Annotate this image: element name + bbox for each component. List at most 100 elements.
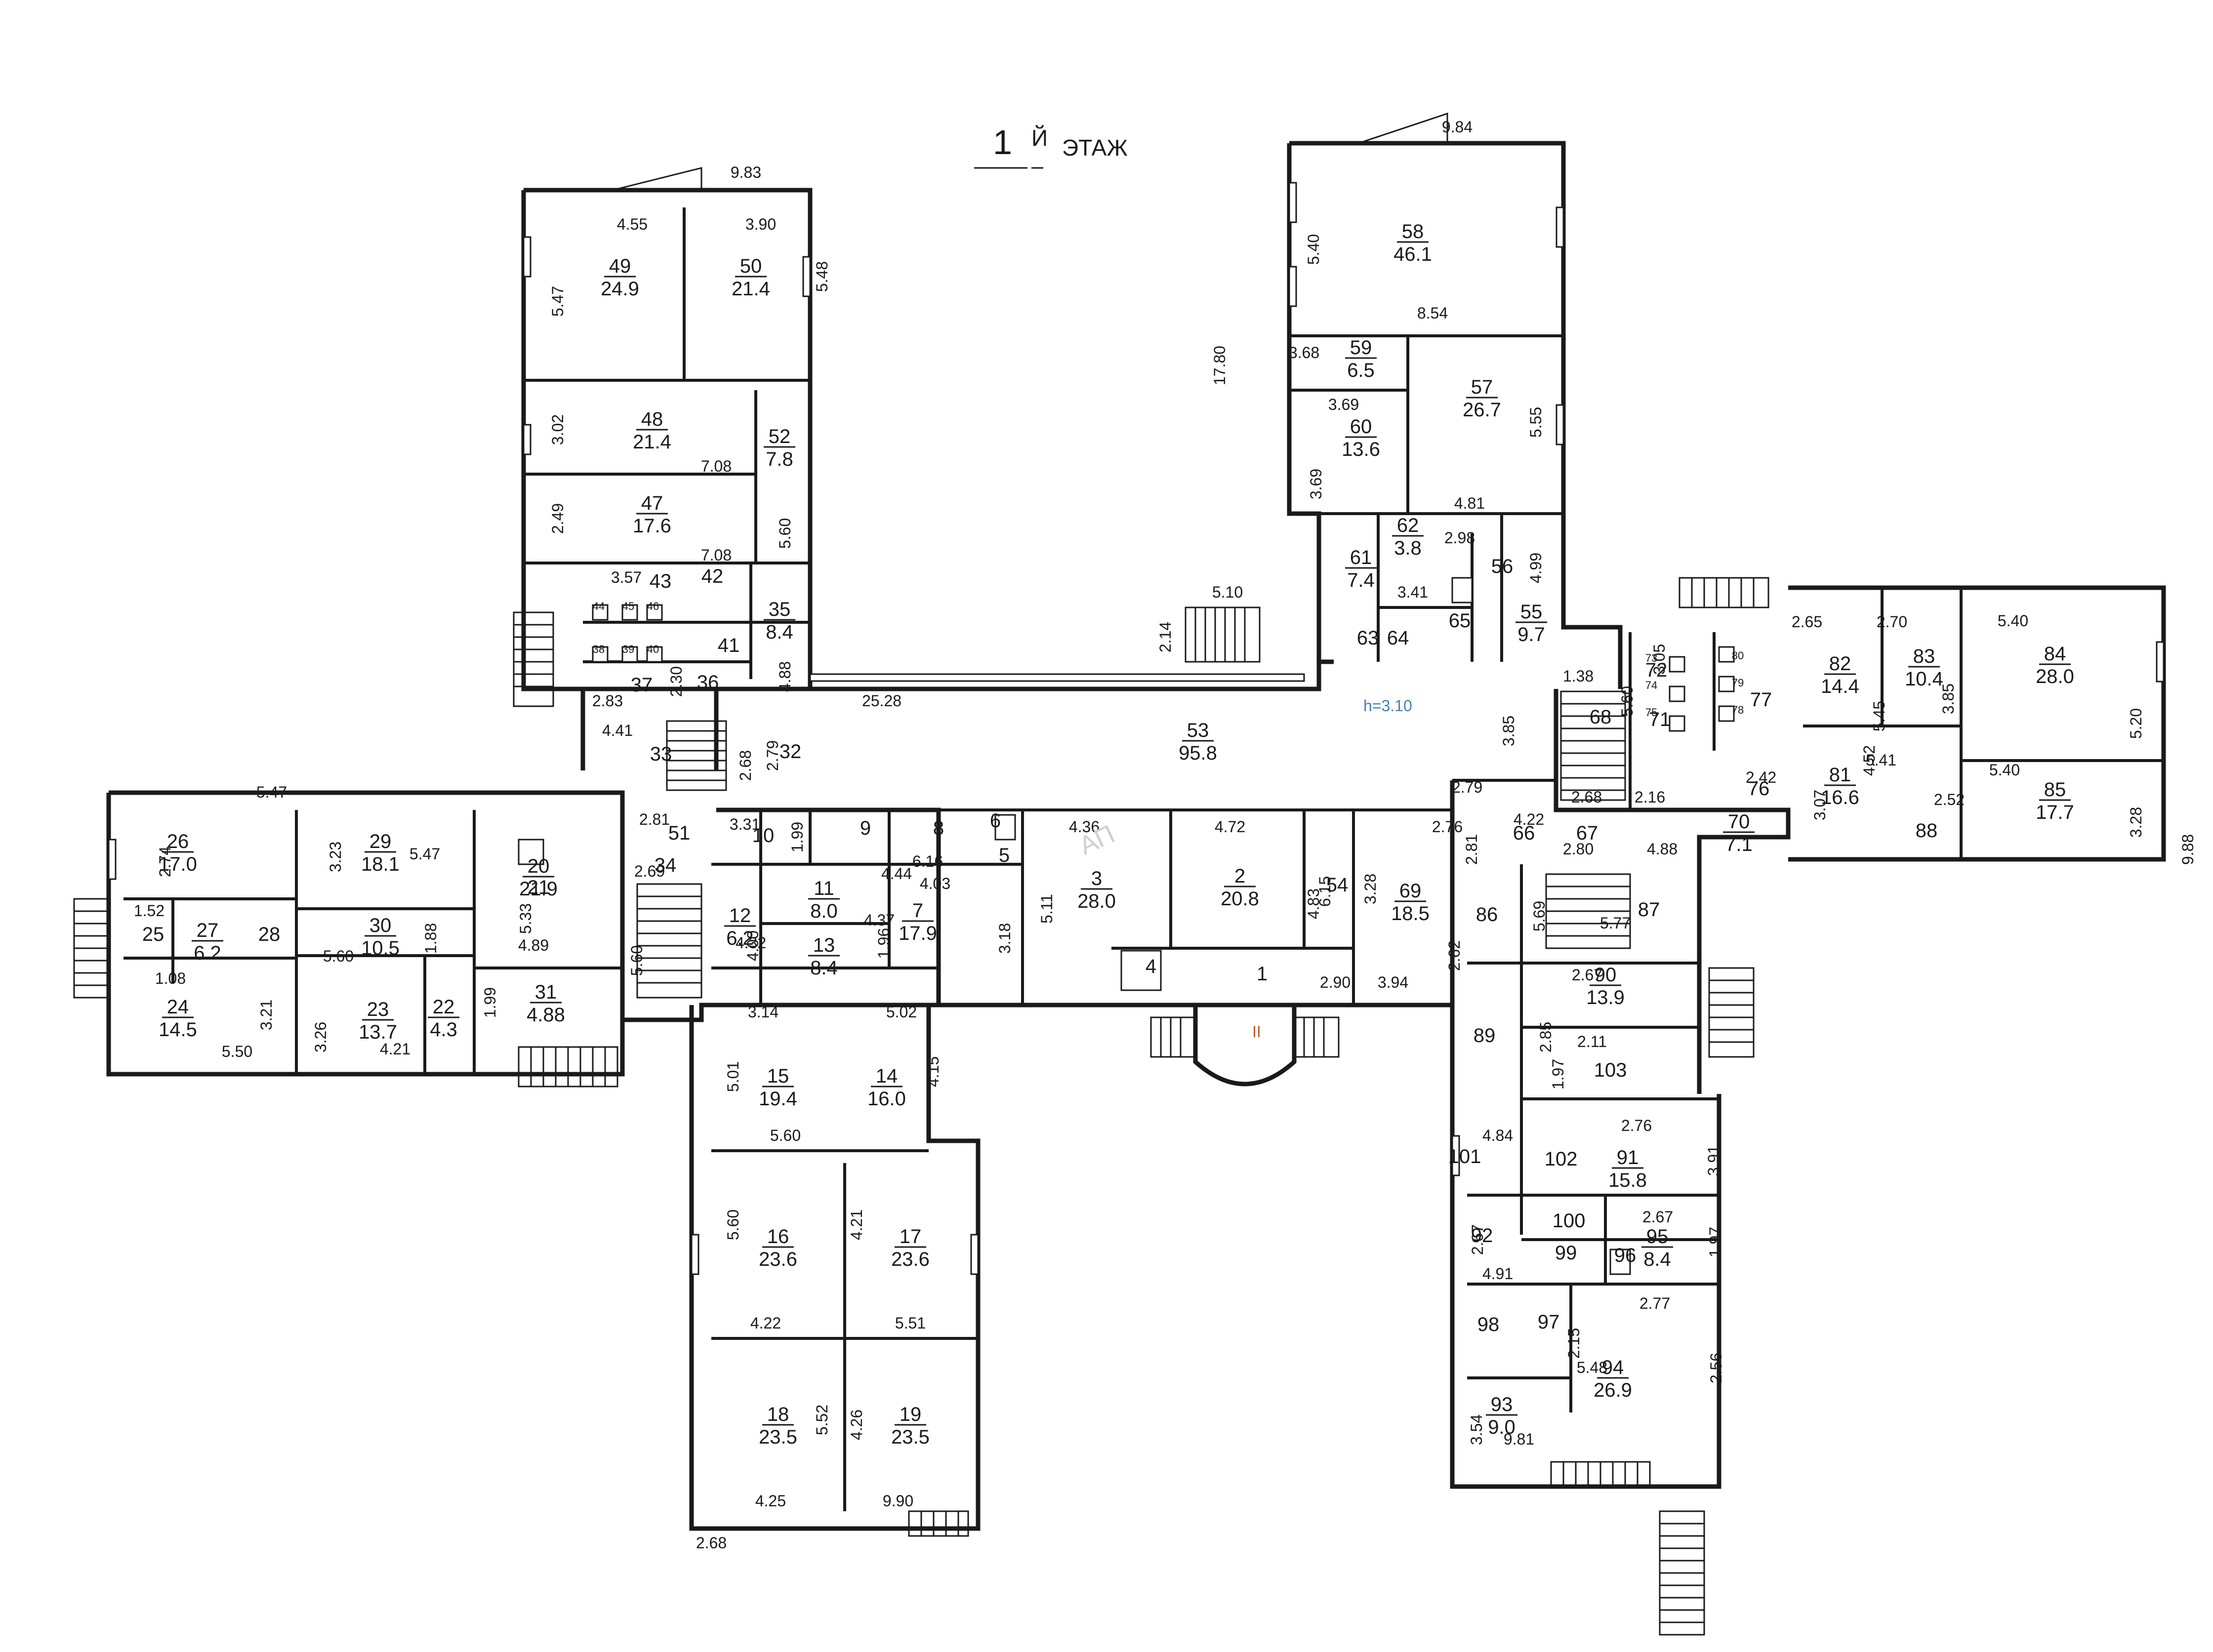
- dimension-label: 2.67: [1469, 1224, 1486, 1255]
- fixtures: [518, 577, 1735, 1275]
- room-area: 15.8: [1608, 1169, 1647, 1191]
- dimension-label: 5.60: [724, 1209, 742, 1240]
- dimension-label: 2.42: [1746, 768, 1776, 786]
- room-number-label: 51: [668, 822, 691, 844]
- dimension-label: 5.60: [1618, 686, 1636, 717]
- dimension-label: 3.69: [1328, 396, 1359, 413]
- room-number: 15: [767, 1065, 789, 1087]
- dimension-label: 5.52: [813, 1405, 831, 1435]
- dimension-label: 25.28: [862, 692, 902, 710]
- dimension-label: 4.37: [864, 911, 895, 929]
- room-number-label: 97: [1538, 1311, 1560, 1333]
- room-number-label: 71: [1649, 709, 1671, 730]
- room-number-label: 56: [1491, 556, 1514, 577]
- dimension-label: 4.00: [744, 930, 762, 961]
- dimension-label: 1.88: [422, 923, 440, 954]
- room-number-label: 88: [1916, 820, 1938, 842]
- room-label: 118.0: [808, 878, 840, 922]
- ceiling-height-note: h=3.10: [1363, 697, 1412, 715]
- floor-number: 1: [993, 123, 1012, 161]
- room-number: 35: [769, 599, 791, 620]
- room-number-label: 39: [622, 643, 634, 655]
- room-number-label: 54: [1326, 874, 1349, 896]
- room-area: 9.0: [1488, 1416, 1516, 1438]
- room-area: 18.5: [1391, 903, 1430, 925]
- room-number: 59: [1350, 337, 1372, 359]
- room-number-label: 73: [1645, 652, 1657, 664]
- dimension-label: 17.80: [1211, 346, 1229, 385]
- dimension-label: 5.33: [517, 903, 534, 934]
- room-number-label: 66: [1513, 822, 1535, 844]
- dimension-label: 2.52: [1934, 791, 1965, 808]
- dimension-label: 4.03: [920, 875, 950, 892]
- dimension-label: 4.36: [1069, 818, 1100, 836]
- dimension-label: 4.99: [1527, 553, 1545, 583]
- dimension-label: 1.97: [1706, 1227, 1724, 1257]
- room-label: 958.4: [1641, 1226, 1673, 1270]
- room-number-label: 6: [990, 810, 1001, 832]
- room-number: 14: [876, 1065, 898, 1087]
- dimension-label: 5.47: [549, 286, 567, 317]
- room-area: 8.4: [1643, 1249, 1671, 1270]
- dimension-label: 3.02: [549, 414, 567, 445]
- room-number-label: 4: [1146, 956, 1156, 977]
- room-area: 26.9: [1594, 1379, 1632, 1401]
- dimension-label: 5.60: [776, 518, 794, 549]
- dimension-label: 2.81: [639, 810, 670, 828]
- room-area: 14.4: [1821, 676, 1859, 697]
- room-label: 220.8: [1221, 865, 1259, 910]
- dimension-label: 2.98: [1444, 529, 1475, 547]
- dimension-label: 2.79: [1452, 778, 1482, 796]
- room-number: 91: [1617, 1147, 1639, 1168]
- dimension-label: 4.83: [1305, 888, 1322, 919]
- dimension-label: 4.88: [1647, 840, 1678, 858]
- dimension-label: 2.62: [1445, 940, 1463, 971]
- room-area: 8.4: [766, 621, 793, 643]
- dimension-label: 4.55: [617, 215, 648, 233]
- room-number: 24: [167, 996, 189, 1018]
- dimension-label: 3.85: [1939, 684, 1957, 714]
- dimension-label: 5.50: [222, 1043, 252, 1060]
- room-number: 55: [1520, 601, 1543, 623]
- dimension-label: 3.26: [312, 1022, 329, 1052]
- room-number: 50: [740, 255, 762, 277]
- dimension-label: 2.90: [1320, 973, 1351, 991]
- room-label: 717.9: [899, 900, 937, 944]
- room-area: 17.0: [159, 853, 197, 875]
- room-number: 49: [609, 255, 631, 277]
- room-area: 6.2: [726, 927, 754, 949]
- room-number: 20: [528, 855, 550, 877]
- dimension-label: 2.70: [1877, 613, 1907, 631]
- room-label: 939.0: [1486, 1394, 1517, 1438]
- room-area: 46.1: [1393, 243, 1432, 265]
- dimension-label: 5.48: [813, 261, 831, 292]
- room-number-label: 63: [1357, 627, 1379, 649]
- outer-walls: [106, 141, 2166, 1531]
- room-label: 358.4: [764, 599, 795, 643]
- dimension-label: 4.21: [380, 1040, 410, 1058]
- dimension-label: 3.31: [730, 815, 760, 833]
- room-area: 7.8: [766, 448, 793, 470]
- room-number: 53: [1187, 720, 1209, 741]
- dimension-label: 3.05: [1650, 644, 1668, 675]
- dimension-label: 5.02: [886, 1003, 917, 1021]
- room-area: 23.6: [891, 1249, 930, 1270]
- dimension-label: 3.21: [257, 1000, 275, 1030]
- room-area: 17.9: [899, 923, 937, 944]
- room-area: 16.6: [1821, 787, 1859, 808]
- room-area: 14.5: [159, 1019, 197, 1041]
- room-number-label: 87: [1638, 899, 1660, 921]
- dimension-label: 5.10: [1212, 583, 1243, 601]
- dimension-label: 2.11: [1577, 1033, 1607, 1050]
- dimension-label: 2.67: [1642, 1208, 1673, 1226]
- dimension-label: 2.79: [764, 740, 781, 771]
- room-number: 48: [641, 408, 663, 430]
